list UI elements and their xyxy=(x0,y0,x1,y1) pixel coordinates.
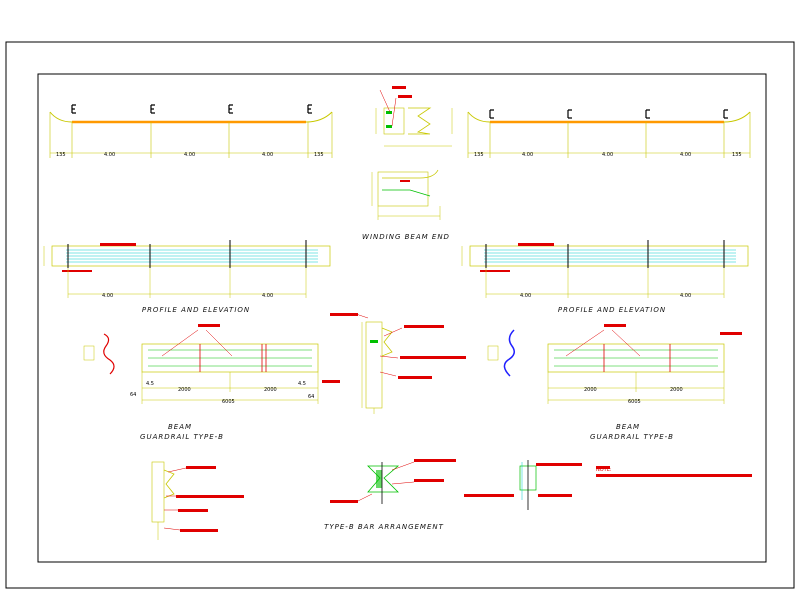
title-bar-arrangement: TYPE-B BAR ARRANGEMENT xyxy=(324,523,444,531)
bar-arrangement-detail xyxy=(330,459,456,504)
title-winding-beam-end: WINDING BEAM END xyxy=(362,233,450,241)
dim-span-2: 4.00 xyxy=(184,152,195,158)
profile-elevation-right xyxy=(461,240,749,298)
dim-beam-total-r: 6005 xyxy=(628,399,641,405)
dim-beam-l1: 2000 xyxy=(178,387,191,393)
title-guardrail-left: GUARDRAIL TYPE-B xyxy=(140,433,224,441)
outer-border xyxy=(5,41,795,589)
post-section-detail xyxy=(330,313,466,414)
note-label: NOTE: xyxy=(596,467,612,473)
dim-span-3: 4.00 xyxy=(262,152,273,158)
dim-profile-r2: 4.00 xyxy=(680,293,691,299)
inner-border xyxy=(37,73,767,563)
dim-beam-l2: 2000 xyxy=(264,387,277,393)
beam-guardrail-left xyxy=(83,324,340,404)
dim-profile-l2: 4.00 xyxy=(262,293,273,299)
dim-edge-r: 64 xyxy=(308,394,314,400)
top-right-beam-plan xyxy=(467,109,751,158)
title-profile-left: PROFILE AND ELEVATION xyxy=(141,306,251,314)
dim-beam-total-l: 6005 xyxy=(222,399,235,405)
dim-beam-r2: 2000 xyxy=(670,387,683,393)
dim-edge-l: 64 xyxy=(130,392,136,398)
bar-arrangement-detail-right xyxy=(464,460,752,510)
winding-beam-end-detail xyxy=(371,169,441,220)
dim-offset-r: 4.5 xyxy=(298,381,306,387)
dim-profile-r1: 4.00 xyxy=(520,293,531,299)
dim-end-right-r: 135 xyxy=(732,152,742,158)
title-beam-right: BEAM xyxy=(615,423,641,431)
top-center-wbeam-section xyxy=(375,86,453,147)
dim-span-r2: 4.00 xyxy=(602,152,613,158)
dim-beam-r1: 2000 xyxy=(584,387,597,393)
dimension-labels: 135 4.00 4.00 4.00 135 135 4.00 4.00 4.0… xyxy=(56,152,742,473)
title-profile-right: PROFILE AND ELEVATION xyxy=(557,306,667,314)
top-left-beam-plan xyxy=(49,104,333,158)
dim-end-right: 135 xyxy=(314,152,324,158)
dim-span-1: 4.00 xyxy=(104,152,115,158)
title-guardrail-right: GUARDRAIL TYPE-B xyxy=(590,433,674,441)
dim-profile-l1: 4.00 xyxy=(102,293,113,299)
type-b-detail-left xyxy=(151,461,244,540)
beam-guardrail-right xyxy=(487,324,742,404)
dim-span-r1: 4.00 xyxy=(522,152,533,158)
dim-end-left: 135 xyxy=(56,152,66,158)
dim-span-r3: 4.00 xyxy=(680,152,691,158)
profile-elevation-left xyxy=(43,240,331,298)
dim-offset-l: 4.5 xyxy=(146,381,154,387)
dim-end-left-r: 135 xyxy=(474,152,484,158)
title-beam-left: BEAM xyxy=(167,423,193,431)
